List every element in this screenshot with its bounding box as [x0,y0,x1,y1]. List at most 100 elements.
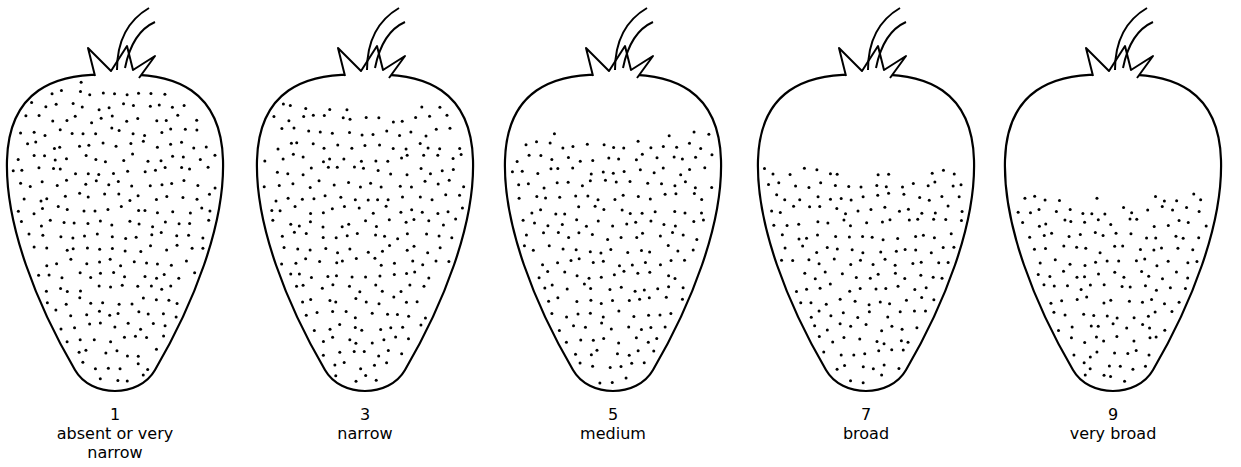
achene-dot [54,158,57,161]
achene-dot [158,103,161,106]
achene-dot [567,156,570,159]
achene-dot [393,273,396,276]
achene-dot [401,196,404,199]
achene-dot [899,310,902,313]
achene-dot [49,219,52,222]
achene-dot [767,183,770,186]
achene-dot [80,81,83,84]
achene-dot [875,184,878,187]
achene-dot [276,171,279,174]
score-description: narrow [290,424,440,443]
achene-dot [452,168,455,171]
achene-dot [175,234,178,237]
achene-dot [664,193,667,196]
achene-dot [579,160,582,163]
achene-dot [664,325,667,328]
achene-dot [309,249,312,252]
achene-dot [139,250,142,253]
achene-dot [354,198,357,201]
achene-dot [1054,258,1057,261]
achene-dot [184,128,187,131]
achene-dot [673,184,676,187]
achene-dot [407,337,410,340]
score-number: 9 [1038,405,1188,424]
achene-dot [556,261,559,264]
achene-dot [71,236,74,239]
achene-dot [380,186,383,189]
achene-dot [437,182,440,185]
achene-dot [1154,311,1157,314]
achene-dot [328,108,331,111]
achene-dot [913,309,916,312]
achene-dot [849,379,852,382]
achene-dot [693,192,696,195]
achene-dot [46,301,49,304]
achene-dot [916,218,919,221]
achene-dot [1083,221,1086,224]
achene-dot [109,258,112,261]
achene-dot [1197,236,1200,239]
achene-dot [688,142,691,145]
achene-dot [1148,353,1151,356]
achene-dot [1161,277,1164,280]
achene-dot [214,186,217,189]
achene-dot [953,173,956,176]
achene-dot [444,193,447,196]
achene-dot [813,324,816,327]
achene-dot [627,325,630,328]
achene-dot [622,270,625,273]
achene-dot [652,350,655,353]
achene-dot [780,259,783,262]
achene-dot [589,287,592,290]
achene-dot [374,284,377,287]
score-description: medium [538,424,688,443]
achene-dot [649,220,652,223]
achene-dot [19,182,22,185]
achene-dot [155,119,158,122]
achene-dot [383,235,386,238]
achene-dot [835,207,838,210]
achene-dot [293,231,296,234]
achene-dot [162,312,165,315]
achene-dot [164,220,167,223]
achene-dot [622,147,625,150]
achene-dot [592,339,595,342]
achene-dot [127,322,130,325]
achene-dot [858,338,861,341]
achene-dot [353,166,356,169]
achene-dot [1135,259,1138,262]
achene-dot [356,232,359,235]
achene-dot [117,312,120,315]
achene-dot [399,211,402,214]
achene-dot [74,115,77,118]
achene-dot [100,117,103,120]
achene-dot [671,231,674,234]
achene-dot [44,105,47,108]
achene-dot [834,235,837,238]
achene-dot [527,182,530,185]
achene-dot [594,205,597,208]
achene-dot [673,210,676,213]
achene-dot [364,275,367,278]
achene-dot [1198,210,1201,213]
achene-dot [99,322,102,325]
achene-dot [360,160,363,163]
achene-dot [24,114,27,117]
achene-dot [558,329,561,332]
achene-dot [436,212,439,215]
achene-dot [861,235,864,238]
achene-dot [872,367,875,370]
achene-dot [310,166,313,169]
achene-dot [658,314,661,317]
achene-dot [348,338,351,341]
achene-dot [81,106,84,109]
achene-dot [542,231,545,234]
achene-dot [302,156,305,159]
achene-dot [539,154,542,157]
achene-dot [707,133,710,136]
achene-dot [400,352,403,355]
achene-dot [137,92,140,95]
achene-dot [385,361,388,364]
achene-dot [118,303,121,306]
achene-dot [1119,365,1122,368]
